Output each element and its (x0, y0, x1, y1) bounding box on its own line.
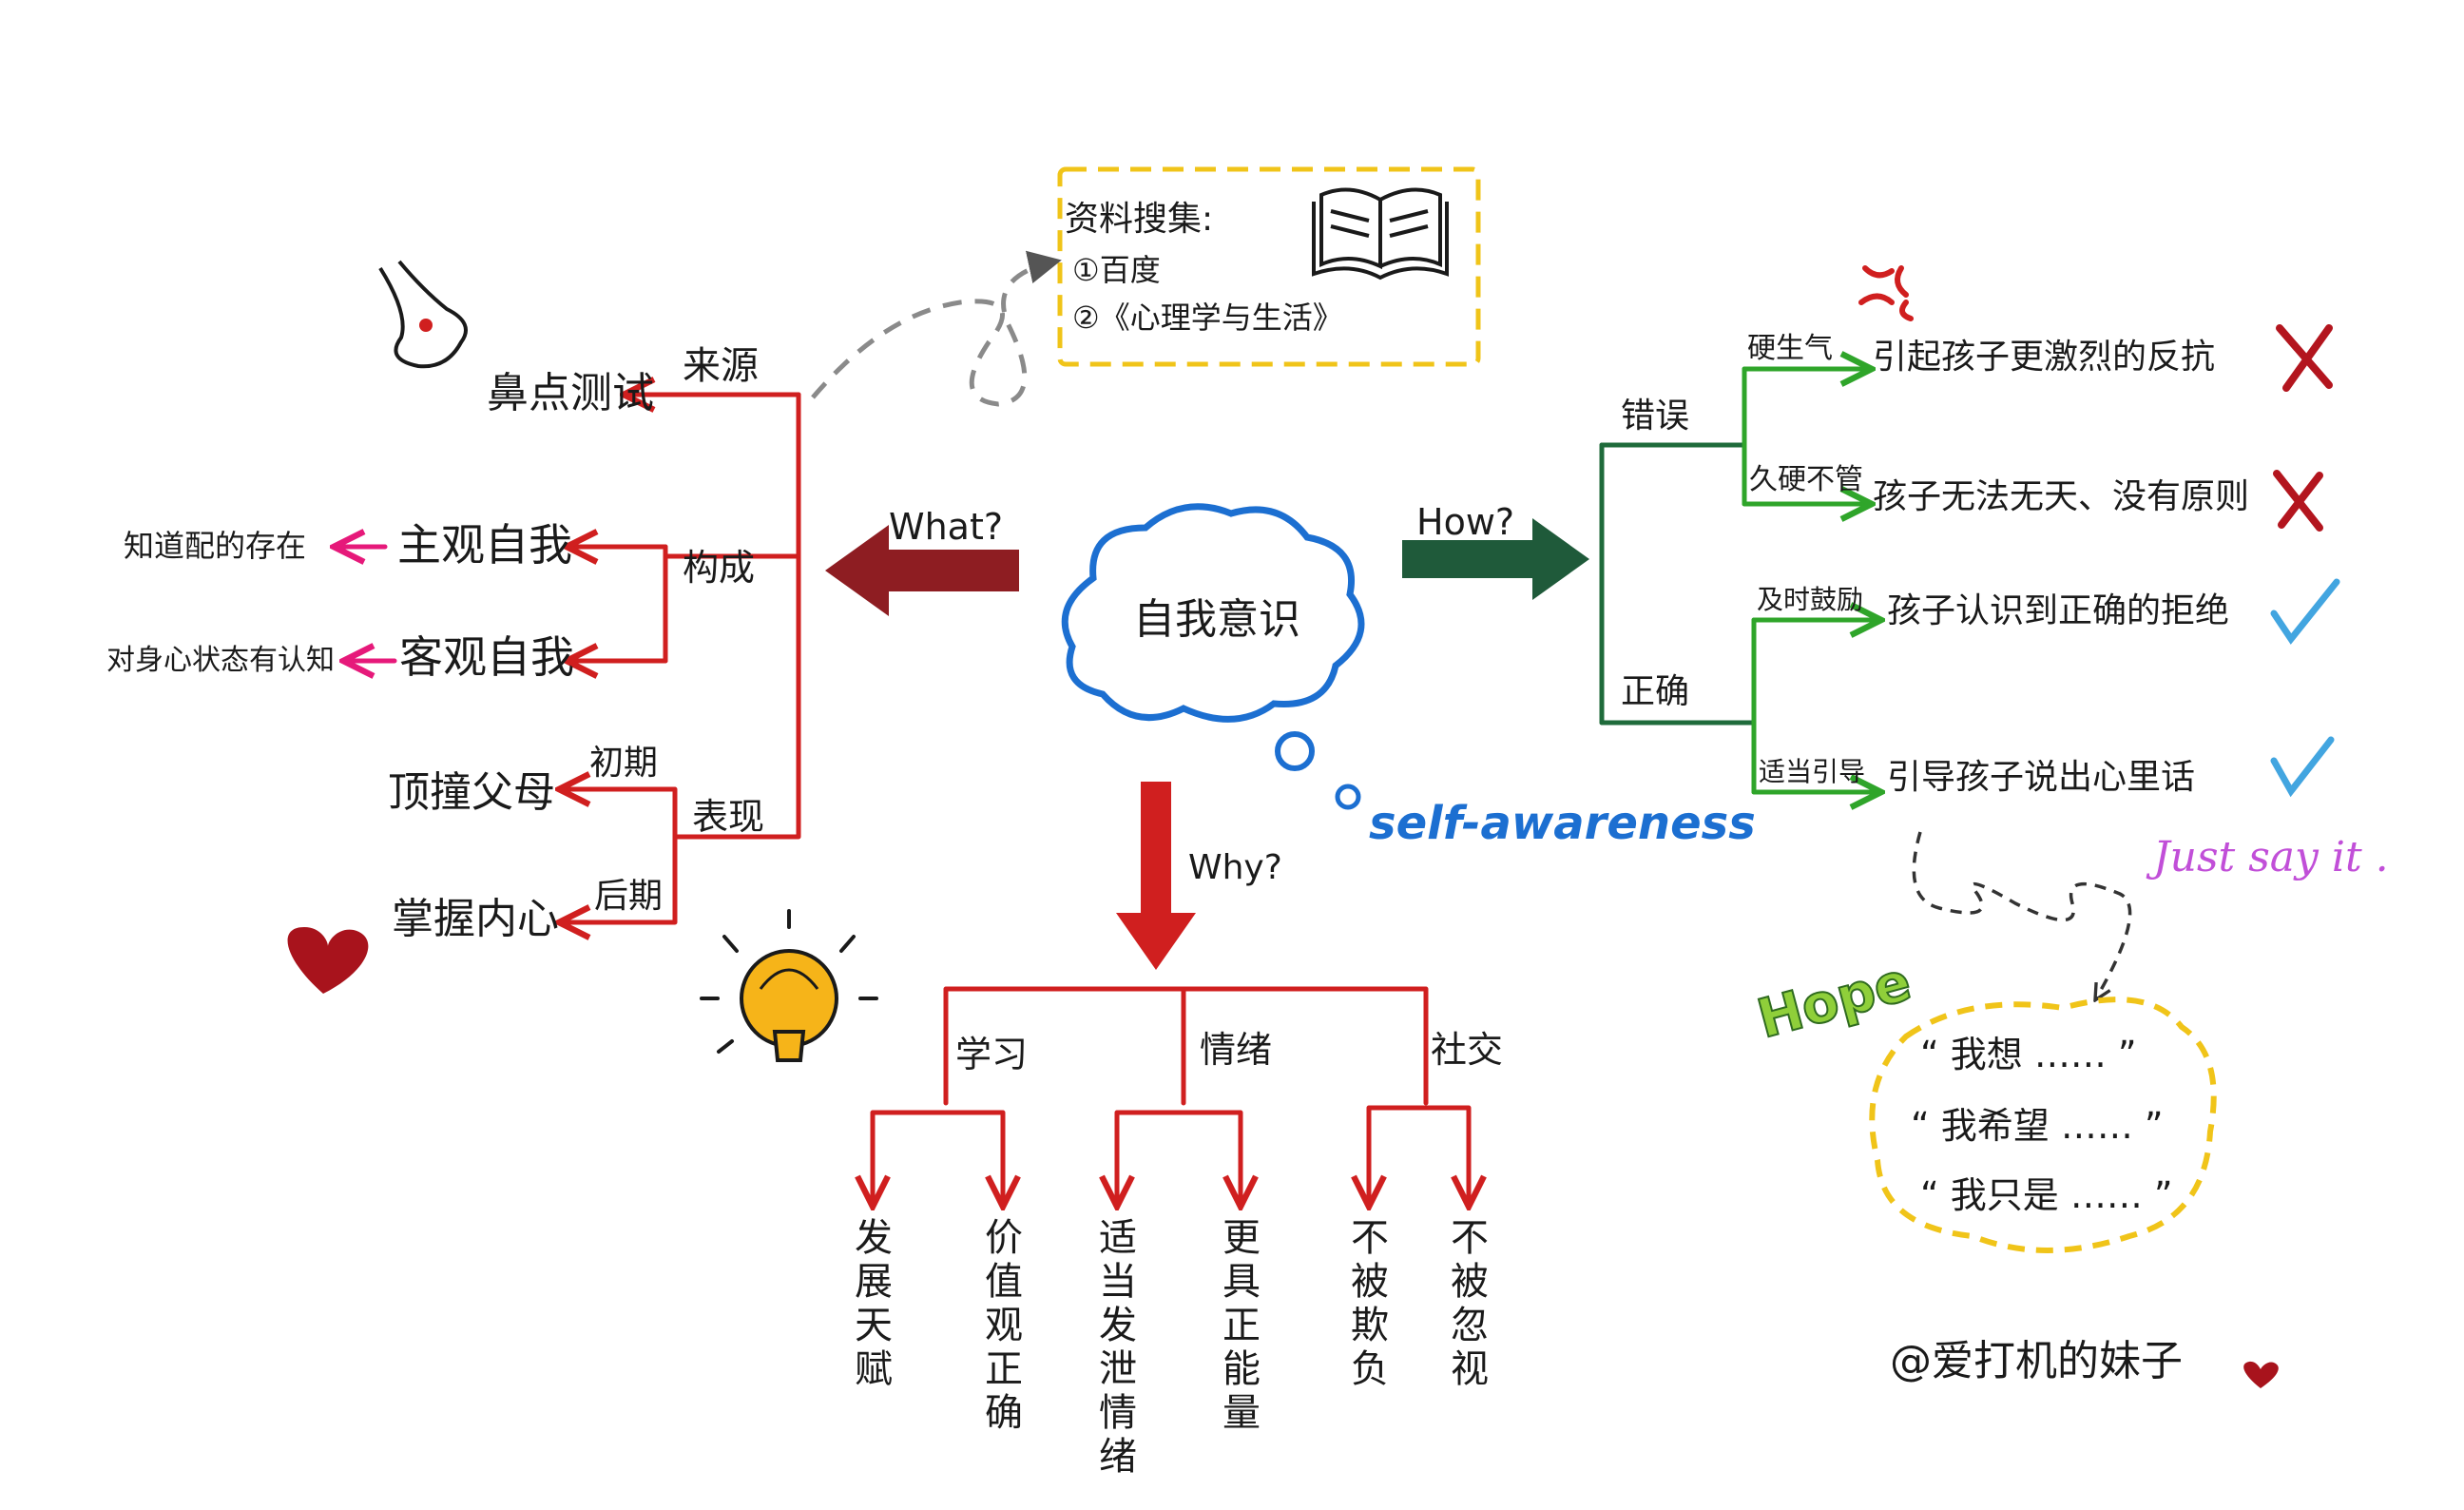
expression-label: 表现 (692, 796, 765, 838)
research-item-baidu: ①百度 (1072, 252, 1161, 288)
wrong-x-marks (2273, 324, 2333, 532)
how-label: How? (1416, 501, 1515, 543)
right-item1-label: 及时鼓励 (1757, 584, 1864, 615)
research-dashed-arrow (811, 250, 1062, 407)
why-arrow (1116, 782, 1196, 970)
why-group-learn: 学习 (955, 1034, 1029, 1075)
right-check-marks (2270, 578, 2340, 798)
hope-phrase-just: “ 我只是 …… ” (1920, 1174, 2173, 1216)
right-item1-result: 孩子认识到正确的拒绝 (1887, 591, 2230, 630)
why-item-positive: 更具正能量 (1216, 1217, 1260, 1436)
center-cloud (1061, 503, 1365, 723)
hope-dashed-arrow (1912, 831, 2132, 998)
source-label: 来源 (683, 344, 759, 388)
why-trunk (943, 986, 1429, 1106)
hope-phrase-wish: “ 我希望 …… ” (1911, 1105, 2164, 1147)
later-item: 掌握内心 (392, 895, 559, 943)
objective-desc: 对身心状态有认知 (106, 644, 335, 677)
composition-label: 构成 (683, 547, 756, 589)
lightbulb-icon (700, 909, 878, 1062)
what-label: What? (889, 506, 1004, 548)
objective-label: 客观自我 (399, 631, 574, 683)
wrong-label: 错误 (1621, 397, 1690, 436)
research-item-book: ②《心理学与生活》 (1072, 300, 1343, 336)
right-item2-label: 适当引导 (1759, 756, 1866, 787)
book-icon (1312, 187, 1449, 281)
wrong-item2-result: 孩子无法无天、没有原则 (1873, 477, 2250, 516)
wrong-item2-label: 久硬不管 (1749, 463, 1863, 496)
research-title: 资料搜集: (1065, 200, 1214, 239)
cloud-bubble-small (1335, 784, 1361, 810)
subjective-desc: 知道配的存在 (124, 528, 307, 564)
wrong-item1-result: 引起孩子更激烈的反抗 (1873, 338, 2216, 377)
learn-branch (870, 1110, 1006, 1206)
nose-icon (378, 260, 468, 369)
early-label: 初期 (589, 744, 659, 783)
hope-phrase-want: “ 我想 …… ” (1920, 1034, 2137, 1075)
subjective-label: 主观自我 (397, 519, 572, 571)
signature: @爱打机的妹子 (1890, 1337, 2183, 1385)
right-label: 正确 (1621, 672, 1690, 711)
wrong-item1-label: 硬生气 (1747, 332, 1833, 365)
why-item-vent: 适当发泄情绪 (1092, 1217, 1136, 1480)
what-trunk (672, 392, 801, 840)
why-item-not-ignored: 不被忽视 (1444, 1217, 1488, 1392)
just-say-it: Just say it . (2153, 833, 2389, 881)
why-item-values: 价值观正确 (978, 1217, 1022, 1436)
center-subtitle: self-awareness (1369, 797, 1756, 850)
later-label: 后期 (594, 877, 664, 916)
right-item2-result: 引导孩子说出心里话 (1887, 758, 2196, 797)
how-arrow (1402, 518, 1589, 600)
cloud-bubble-large (1275, 731, 1315, 771)
source-item: 鼻点测试 (487, 369, 654, 417)
signature-heart-icon (2243, 1361, 2279, 1388)
early-item: 顶撞父母 (388, 768, 555, 817)
emotion-branch (1114, 1110, 1243, 1206)
what-arrow (825, 525, 1019, 616)
why-item-talent: 发展天赋 (848, 1217, 892, 1392)
why-group-social: 社交 (1431, 1029, 1504, 1071)
nose-red-dot (419, 319, 433, 332)
why-label: Why? (1188, 848, 1282, 887)
angry-icon (1858, 265, 1914, 321)
why-item-not-bullied: 不被欺负 (1344, 1217, 1388, 1392)
social-branch (1366, 1105, 1472, 1206)
heart-icon (287, 927, 369, 994)
hope-bubble (1869, 997, 2217, 1253)
center-title: 自我意识 (1133, 595, 1300, 644)
composition-branch (663, 544, 801, 664)
why-group-emotion: 情绪 (1200, 1029, 1273, 1071)
